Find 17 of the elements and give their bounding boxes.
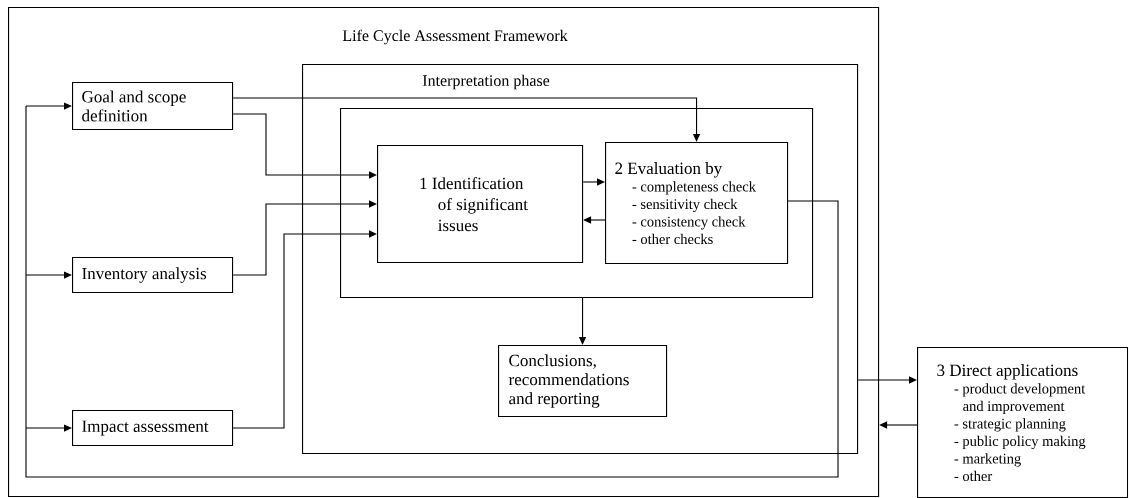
arrow	[857, 376, 917, 384]
arrow	[232, 113, 377, 179]
inner-box	[340, 108, 814, 299]
arrow	[582, 178, 605, 186]
arrow	[232, 230, 377, 429]
process-box: 1 Identification of significant issues	[377, 145, 584, 264]
process-box: Inventory analysis	[72, 257, 234, 294]
process-box: Conclusions, recommendations and reporting	[498, 345, 668, 418]
process-box: 3 Direct applications - product development and improvement - strategic planning - public policy making - marketing - other	[917, 347, 1129, 498]
process-box: Goal and scope definition	[72, 82, 234, 131]
arrow	[232, 200, 377, 276]
arrow	[25, 102, 839, 478]
process-box: Impact assessment	[72, 410, 234, 447]
arrow	[879, 421, 918, 429]
arrow	[232, 97, 701, 142]
arrow	[583, 216, 606, 224]
process-box: 2 Evaluation by - completeness check - sensitivity check - consistency check - other checks	[605, 142, 789, 265]
